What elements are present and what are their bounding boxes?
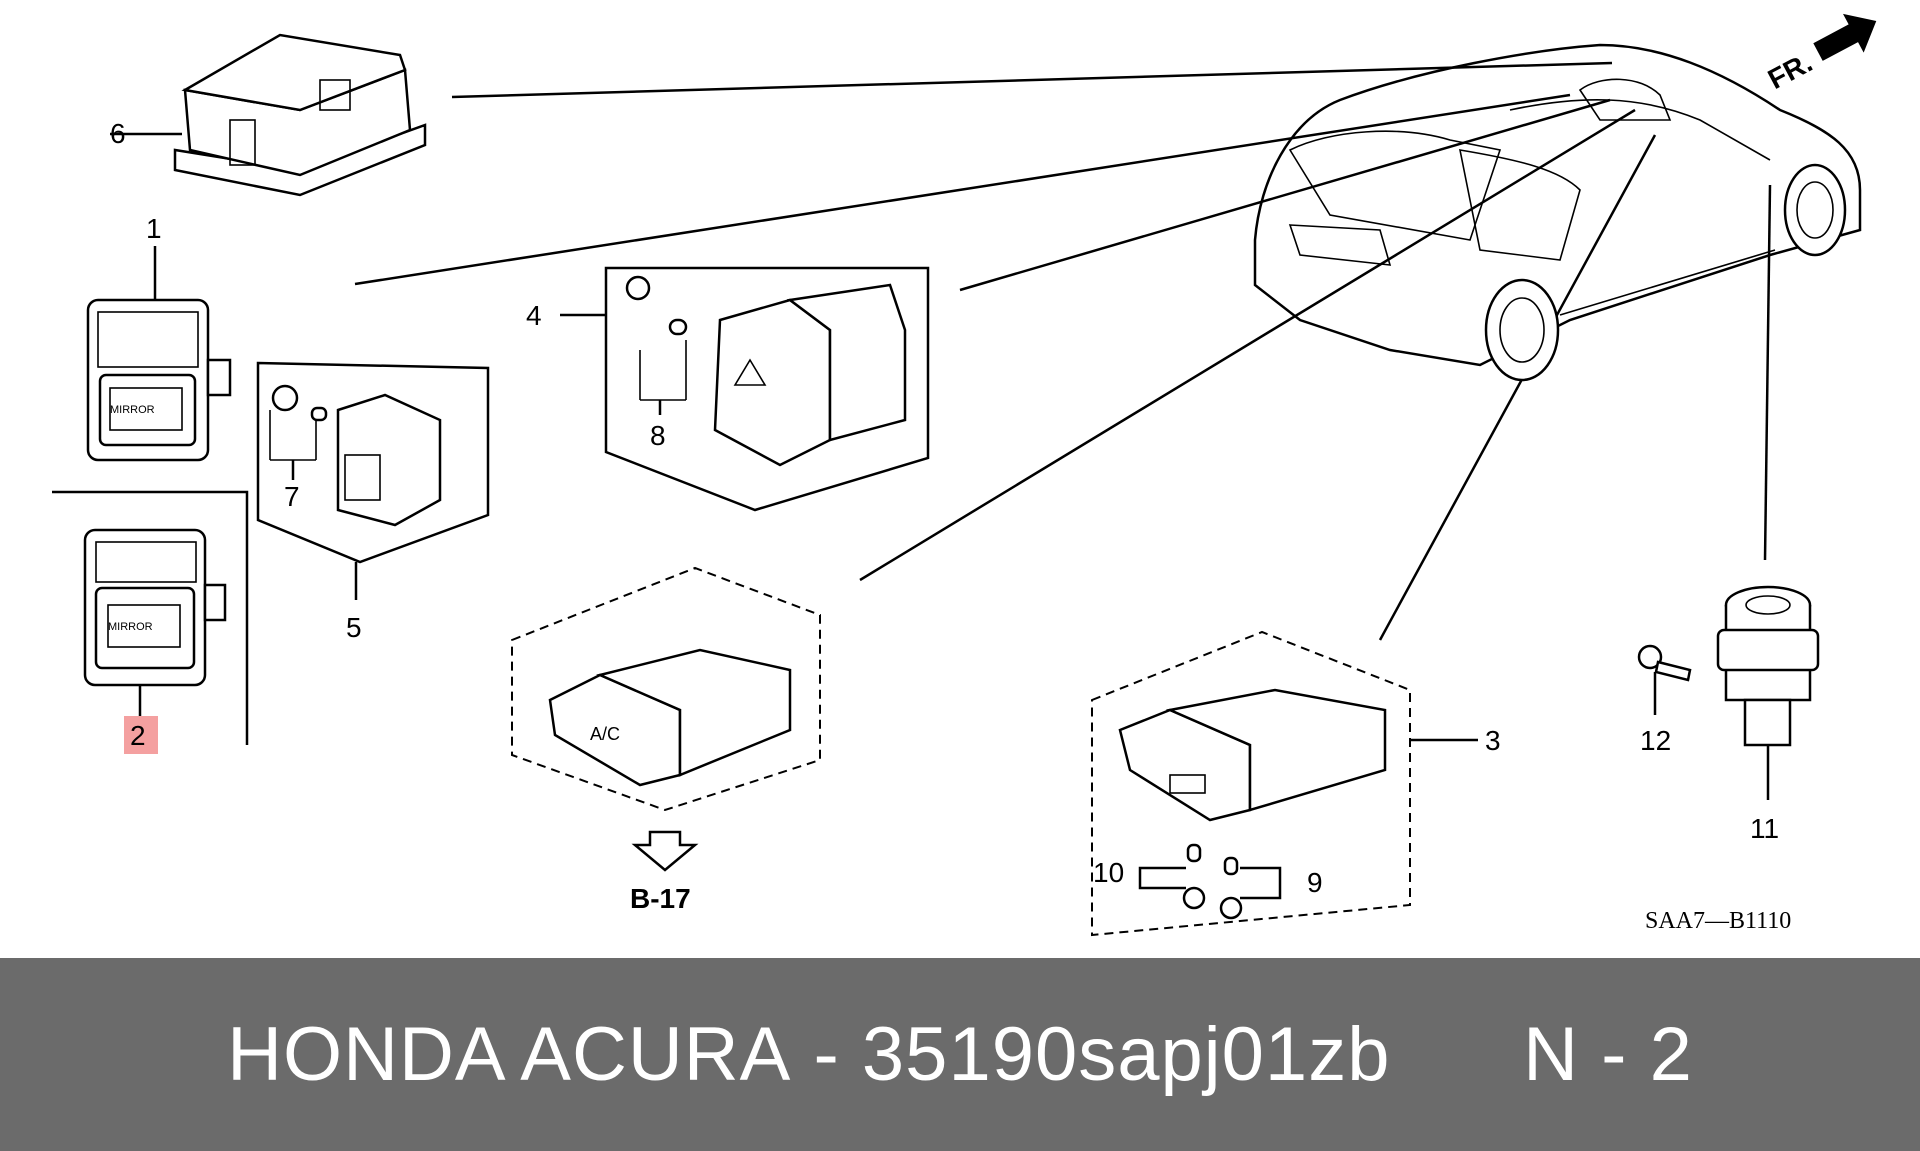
callout-1: 1 <box>146 213 162 244</box>
reference-b17: B-17 <box>630 883 691 914</box>
callout-10: 10 <box>1093 857 1124 888</box>
callout-5: 5 <box>346 612 362 643</box>
banner-text: HONDA ACURA - 35190sapj01zb N - 2 <box>0 958 1920 1151</box>
ac-label: A/C <box>590 724 620 744</box>
callout-4: 4 <box>526 300 542 331</box>
callout-labels: 6 1 2 4 8 7 5 3 10 9 12 11 <box>110 118 1779 898</box>
callout-11: 11 <box>1750 813 1779 844</box>
part-1-mirror-switch: MIRROR <box>86 246 232 462</box>
callout-9: 9 <box>1307 867 1323 898</box>
part-5-dimmer-switch-group <box>256 361 490 600</box>
position-number: 2 <box>1649 1012 1693 1097</box>
callout-3: 3 <box>1485 725 1501 756</box>
mirror-label: MIRROR <box>110 404 155 416</box>
banner-separator: - <box>813 1012 840 1097</box>
callout-12: 12 <box>1640 725 1671 756</box>
mirror-label-2: MIRROR <box>108 621 153 633</box>
part-12-screw <box>1637 644 1692 715</box>
position-prefix: N - <box>1523 1012 1650 1097</box>
part-number: 35190sapj01zb <box>861 1012 1391 1097</box>
parts-diagram: FR. MIRROR MIRROR <box>52 13 1877 937</box>
front-direction-arrow: FR. <box>1763 13 1877 96</box>
part-11-ignition-switch <box>1716 585 1820 800</box>
part-2-mirror-switch: MIRROR <box>83 528 227 718</box>
part-info-banner: HONDA ACURA - 35190sapj01zb N - 2 <box>0 958 1920 1151</box>
diagram-code: SAA7—B1110 <box>1645 908 1791 934</box>
callout-8: 8 <box>650 420 666 451</box>
callout-6: 6 <box>110 118 126 149</box>
ac-switch-group: A/C B-17 <box>511 566 821 914</box>
car-illustration <box>1253 43 1862 382</box>
leader-lines <box>52 61 1772 745</box>
part-4-hazard-switch-group <box>560 266 930 512</box>
part-6-console-housing <box>110 33 427 197</box>
callout-2-highlight <box>124 716 158 754</box>
callout-2: 2 <box>130 720 146 751</box>
brand-name: HONDA ACURA <box>227 1012 792 1097</box>
direction-label: FR. <box>1763 47 1817 96</box>
callout-7: 7 <box>284 481 300 512</box>
part-3-defrost-switch-group <box>1091 630 1478 937</box>
